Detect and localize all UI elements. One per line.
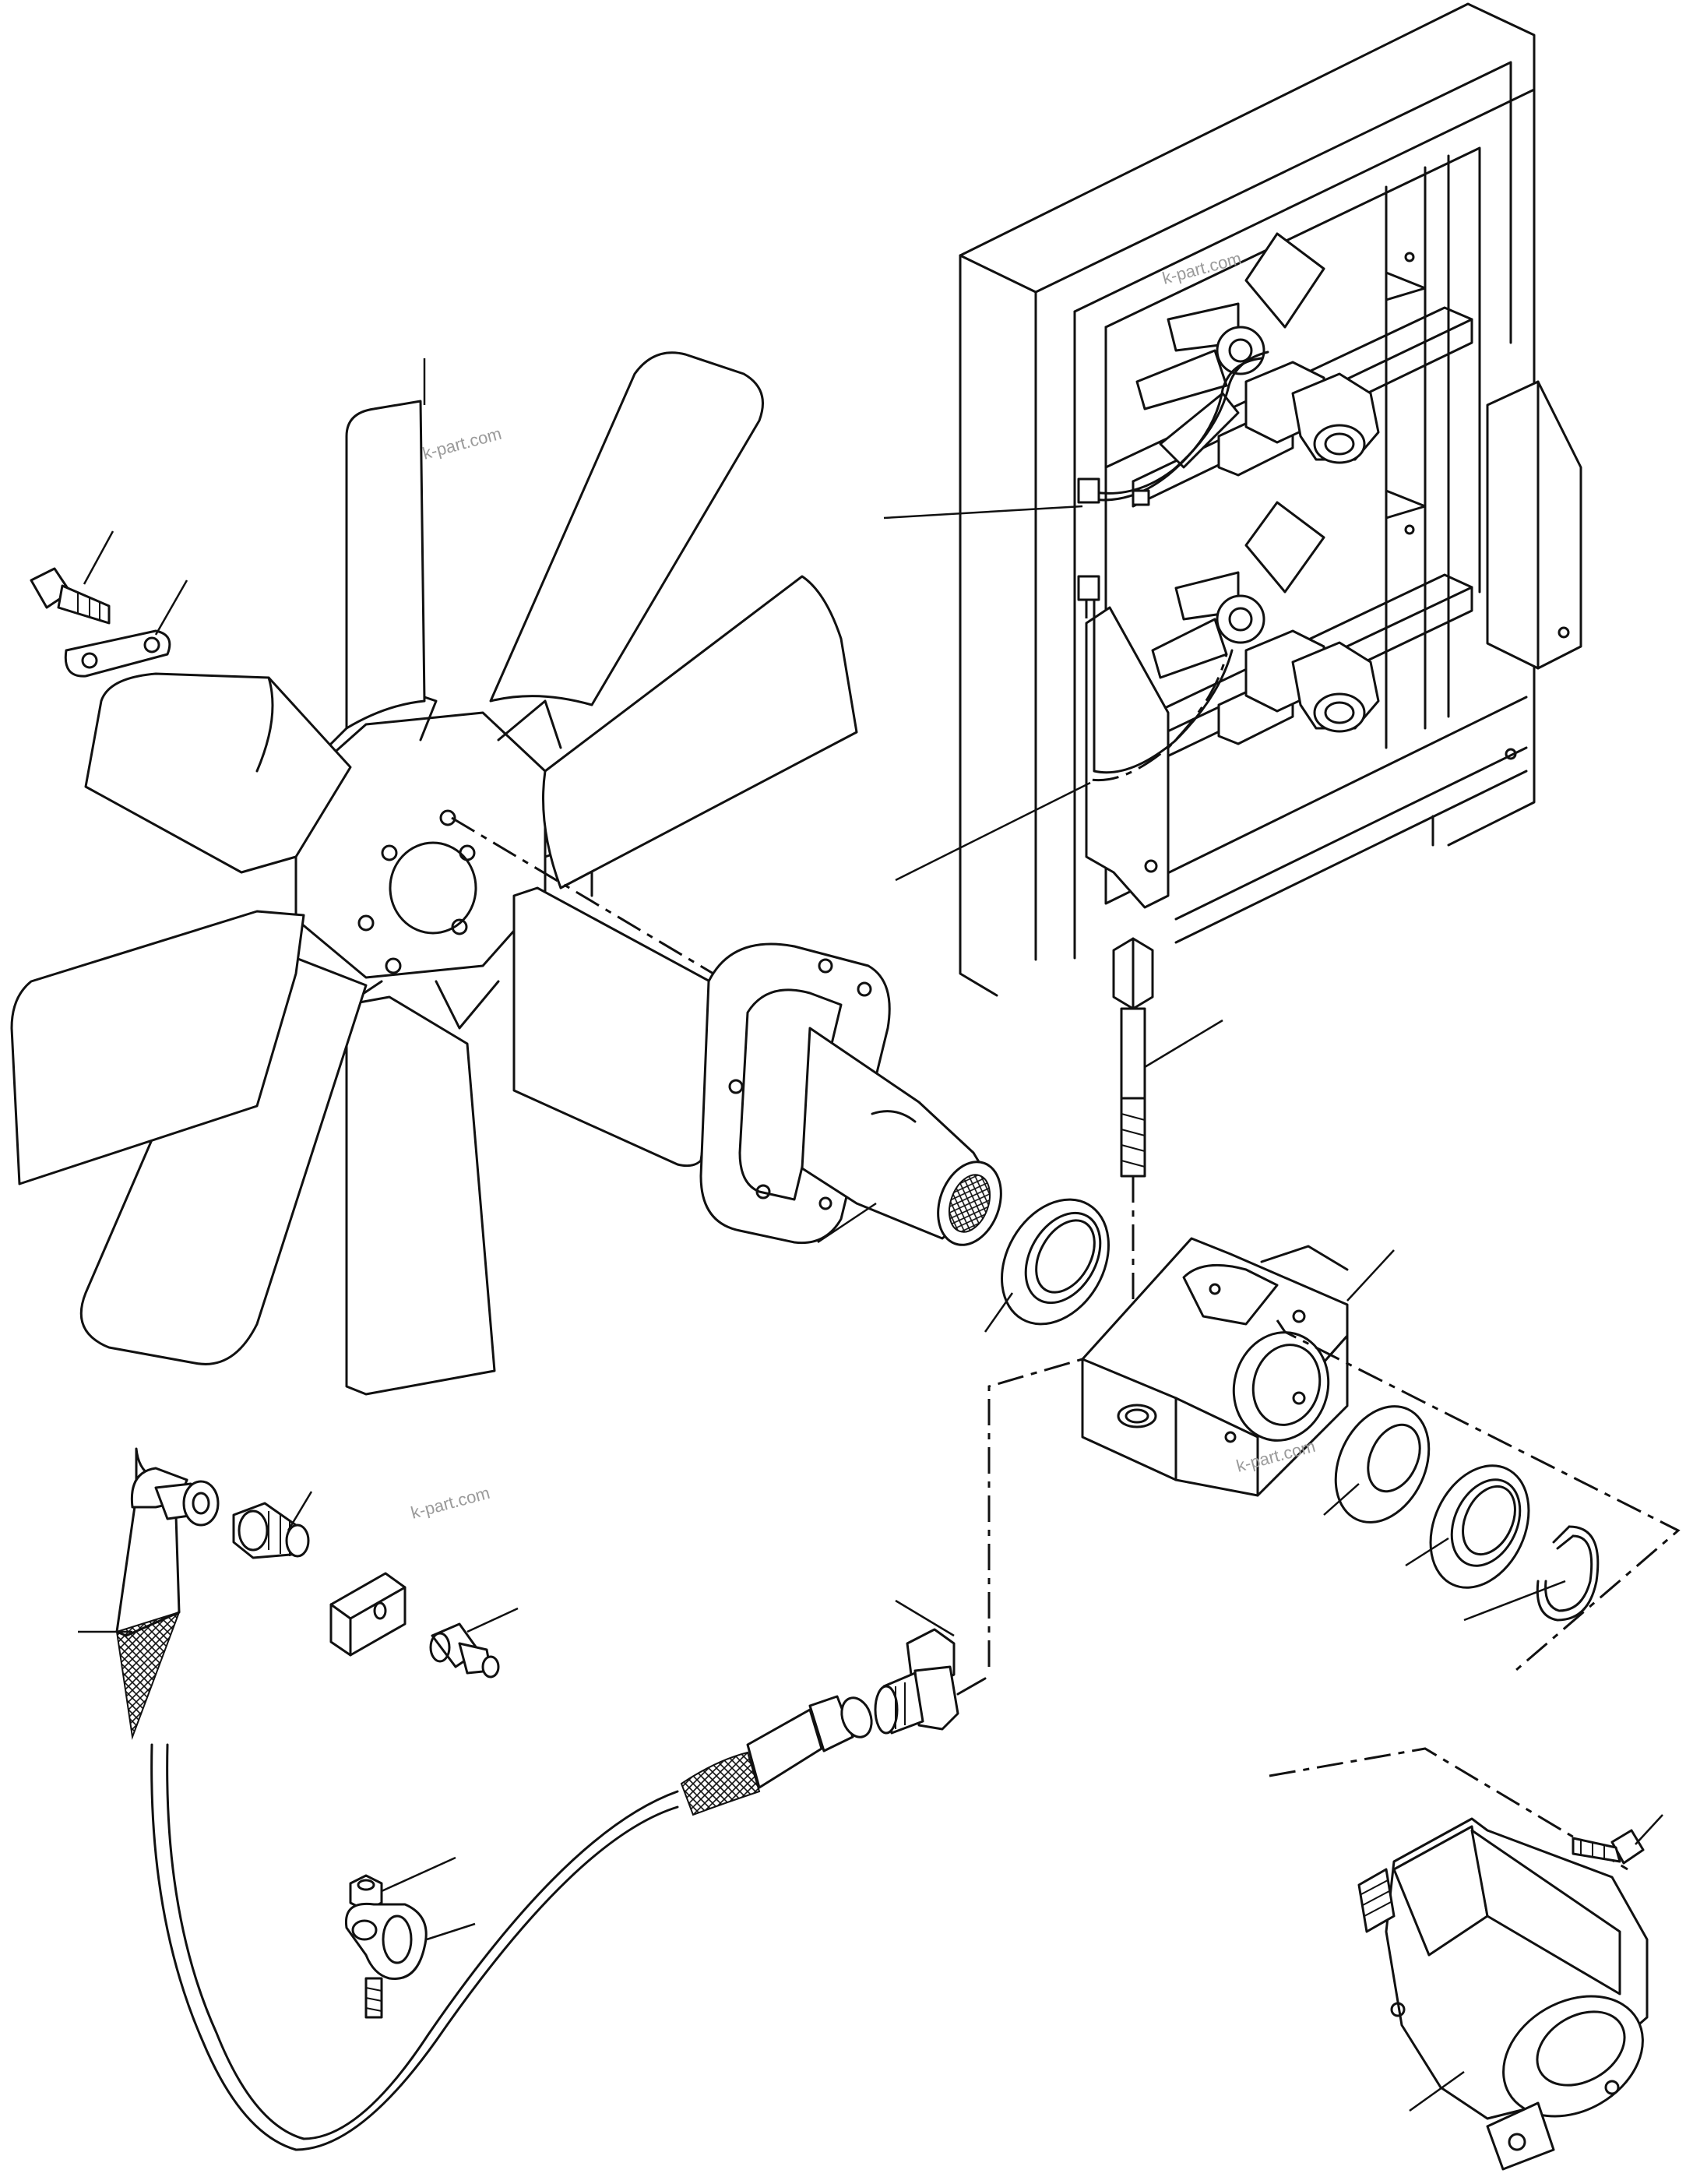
shaft-bearing — [1001, 1198, 1110, 1326]
lower-frame-fan — [1077, 501, 1380, 782]
watermark: k-part.com — [409, 1483, 492, 1523]
bearing-housing — [1081, 1237, 1349, 1497]
fan-blade-assembly — [10, 351, 858, 1396]
watermark: k-part.com — [421, 424, 504, 463]
leader-lines — [78, 358, 1663, 2112]
grease-hose — [115, 1447, 873, 2151]
hose-end-fittings — [154, 1480, 310, 1559]
hose-clamp-set — [344, 1874, 428, 2019]
alignment-line-fitting — [987, 1358, 1083, 1667]
radiator-fan-frame — [959, 2, 1582, 997]
alignment-line-housing — [1276, 1319, 1681, 1676]
assembly-axis-line — [451, 816, 780, 1014]
housing-mounting-bolt — [1112, 937, 1154, 1394]
fan-shaft-flange — [699, 942, 1002, 1246]
grease-nipple — [429, 1622, 500, 1679]
fan-bolt-and-plate — [30, 567, 171, 678]
motor-mounting-bolt — [1572, 1829, 1645, 1865]
upper-frame-fan — [1077, 232, 1380, 506]
alignment-line-motor — [1269, 1747, 1628, 1871]
seal-bearing-snapring — [1334, 1405, 1600, 1622]
spacer-block — [329, 1572, 407, 1657]
elbow-fitting — [874, 1628, 987, 1735]
hydraulic-fan-motor — [1357, 1817, 1649, 2171]
